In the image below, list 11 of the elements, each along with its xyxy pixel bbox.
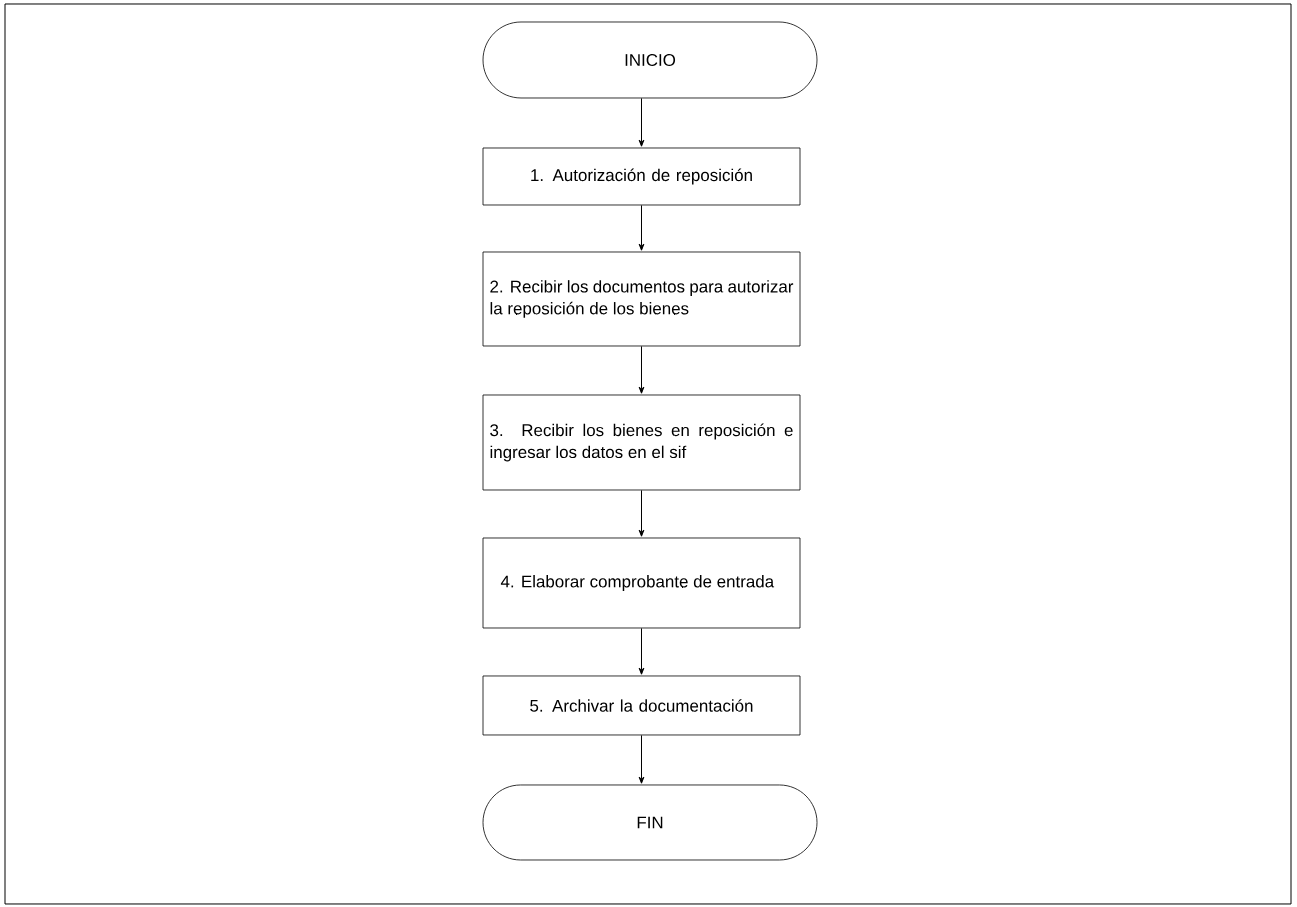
arrow [638,345,645,394]
process-box: 3. Recibir los bienes en reposición e ingresar los datos en el sif [482,394,801,491]
process-box: 4. Elaborar comprobante de entrada [482,537,801,629]
process-box: 5. Archivar la documentación [482,675,801,736]
arrow [638,204,645,251]
arrow [638,489,645,537]
arrow [638,627,645,675]
arrow [638,734,645,784]
arrow [638,97,645,147]
process-box: 1. Autorización de reposición [482,147,801,206]
process-box: 2. Recibir los documentos para autorizar la reposición de los bienes [482,251,801,347]
